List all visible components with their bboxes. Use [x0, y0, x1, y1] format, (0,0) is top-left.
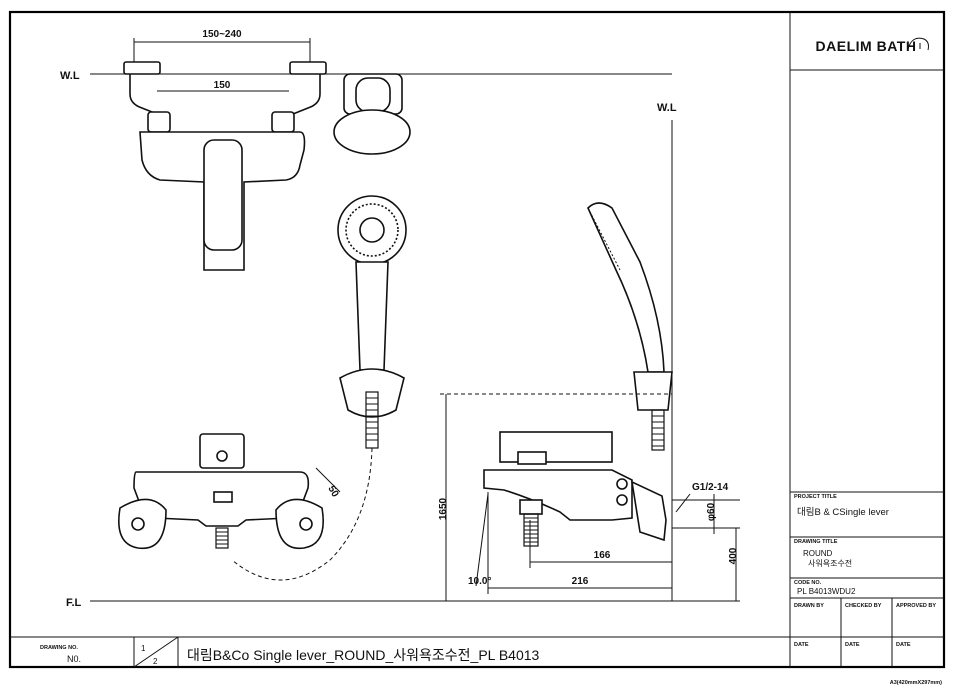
drawing-title-label: DRAWING TITLE — [794, 539, 838, 545]
title-block: DAELIM BATH PROJECT TITLE 대림B & CSingle … — [789, 12, 944, 667]
logo-mark-icon — [907, 37, 929, 51]
drawn-by-label: DRAWN BY — [794, 603, 824, 609]
dim-top-range: 150~240 — [202, 29, 242, 40]
sheet-total: 2 — [153, 657, 158, 666]
wl-left-label: W.L — [60, 70, 80, 82]
approved-by-label: APPROVED BY — [896, 603, 936, 609]
main-title: 대림B&Co Single lever_ROUND_사워욕조수전_PL B401… — [187, 647, 540, 663]
hand-shower-side-view — [587, 202, 673, 451]
hand-shower-front-view — [231, 195, 407, 581]
dim-height: 1650 — [438, 497, 449, 520]
fl-label: F.L — [66, 597, 82, 609]
faucet-top-view: 150~240 150 — [123, 29, 327, 271]
drawing-frame — [8, 10, 946, 669]
date-label-3: DATE — [896, 642, 911, 648]
drawing-no-value: N0. — [67, 654, 81, 664]
project-title-label: PROJECT TITLE — [794, 494, 837, 500]
dim-knob: 50 — [325, 484, 340, 500]
code-label: CODE NO. — [794, 580, 822, 586]
dim-diameter: φ60 — [706, 502, 717, 521]
dim-spout-short: 166 — [594, 550, 611, 561]
side-dimensions: 1650 G1/2-14 φ60 400 166 216 10.0° — [438, 393, 740, 601]
dim-spout-long: 216 — [572, 576, 589, 587]
dim-top-center: 150 — [214, 80, 231, 91]
dim-outlet-height: 400 — [728, 547, 739, 564]
drawing-title-line1: ROUND — [803, 549, 833, 558]
date-label-2: DATE — [845, 642, 860, 648]
sheet-number: 1 — [141, 644, 146, 653]
wl-right-label: W.L — [657, 102, 677, 114]
dim-angle: 10.0° — [468, 576, 491, 587]
paper-size: A3(420mmX297mm) — [890, 680, 942, 686]
shower-head-side-view — [333, 73, 411, 155]
drawing-title-line2: 사워욕조수전 — [808, 558, 852, 568]
faucet-front-view: 50 — [118, 433, 341, 550]
code-value: PL B4013WDU2 — [797, 587, 856, 596]
project-title-value: 대림B & CSingle lever — [797, 506, 889, 518]
faucet-side-view — [483, 431, 667, 547]
checked-by-label: CHECKED BY — [845, 603, 882, 609]
dim-thread: G1/2-14 — [692, 482, 729, 493]
brand-logo: DAELIM BATH — [816, 38, 917, 54]
drawing-no-label: DRAWING NO. — [40, 645, 78, 651]
date-label-1: DATE — [794, 642, 809, 648]
bottom-strip: DRAWING NO. N0. 1 2 대림B&Co Single lever_… — [10, 636, 942, 686]
